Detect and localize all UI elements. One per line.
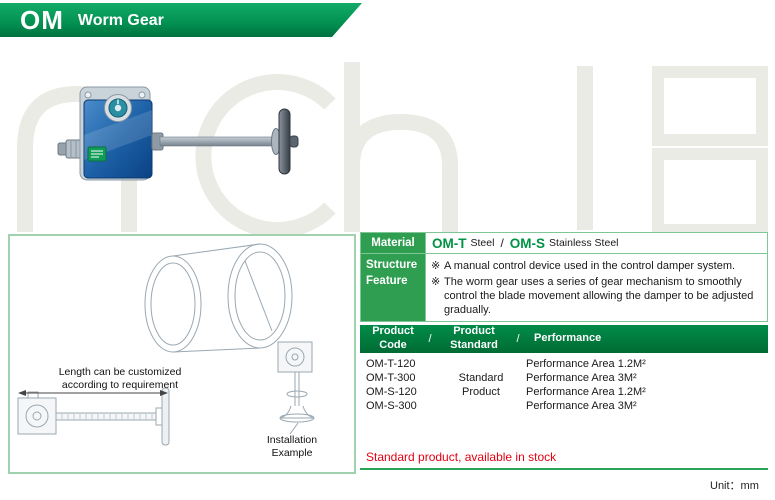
- material-type-steel: Steel: [470, 237, 495, 249]
- material-label: Material: [360, 232, 426, 254]
- footer-divider: [360, 468, 768, 470]
- feature-bullet: ※: [431, 260, 441, 272]
- header-separator: /: [428, 333, 432, 345]
- feature-bullet: ※: [431, 276, 441, 289]
- structure-feature-label: Structure Feature: [360, 253, 426, 322]
- dimension-arrow: [18, 390, 168, 396]
- material-type-stainless: Stainless Steel: [549, 237, 619, 249]
- feature-item: ※ The worm gear uses a series of gear me…: [431, 275, 763, 317]
- material-row: Material OM-T Steel / OM-S Stainless Ste…: [360, 232, 768, 254]
- column-product-standard: Product Standard: [450, 325, 498, 351]
- product-code: OM-T-120: [366, 358, 416, 370]
- performance-column: Performance Area 1.2M² Performance Area …: [524, 357, 768, 413]
- position-dial: [104, 94, 132, 122]
- brand-logo: OM: [20, 4, 64, 35]
- column-performance: Performance: [534, 332, 602, 345]
- performance-value: Performance Area 3M²: [526, 372, 637, 384]
- material-code-oms: OM-S: [509, 235, 546, 251]
- performance-value: Performance Area 1.2M²: [526, 386, 646, 398]
- installation-example-label: Installation Example: [266, 434, 318, 460]
- feature-item: ※ A manual control device used in the co…: [431, 259, 763, 273]
- stock-note: Standard product, available in stock: [366, 450, 557, 464]
- product-code-column: OM-T-120 OM-T-300 OM-S-120 OM-S-300: [360, 357, 438, 413]
- feature-text-1: A manual control device used in the cont…: [444, 260, 736, 272]
- length-note: Length can be customized according to re…: [58, 366, 182, 391]
- performance-value: Performance Area 3M²: [526, 400, 637, 412]
- feature-text-2: The worm gear uses a series of gear mech…: [444, 276, 754, 317]
- drive-shaft: [151, 132, 277, 151]
- material-value: OM-T Steel / OM-S Stainless Steel: [426, 232, 768, 254]
- unit-label: Unit：mm: [710, 480, 759, 492]
- header-separator: /: [516, 333, 520, 345]
- product-code: OM-S-300: [366, 400, 417, 412]
- structure-feature-value: ※ A manual control device used in the co…: [426, 253, 768, 322]
- product-code: OM-T-300: [366, 372, 416, 384]
- performance-value: Performance Area 1.2M²: [526, 358, 646, 370]
- material-separator: /: [500, 236, 504, 250]
- structure-feature-row: Structure Feature ※ A manual control dev…: [360, 253, 768, 322]
- product-table-header: Product Code / Product Standard / Perfor…: [360, 325, 768, 353]
- spec-table: Material OM-T Steel / OM-S Stainless Ste…: [360, 232, 768, 413]
- installation-diagram-panel: Length can be customized according to re…: [8, 234, 356, 474]
- product-rows: OM-T-120 OM-T-300 OM-S-120 OM-S-300 Stan…: [360, 353, 768, 413]
- worm-gear-product-image: [57, 86, 299, 181]
- gear-housing: [83, 99, 153, 179]
- product-standard-value: Standard Product: [458, 371, 504, 398]
- product-code: OM-S-120: [366, 386, 417, 398]
- header-banner: OM Worm Gear: [0, 3, 362, 37]
- column-product-code: Product Code: [372, 325, 414, 351]
- material-code-omt: OM-T: [432, 235, 467, 251]
- t-handle: [271, 108, 299, 175]
- installation-diagram: [17, 243, 315, 446]
- page-title: Worm Gear: [77, 12, 164, 29]
